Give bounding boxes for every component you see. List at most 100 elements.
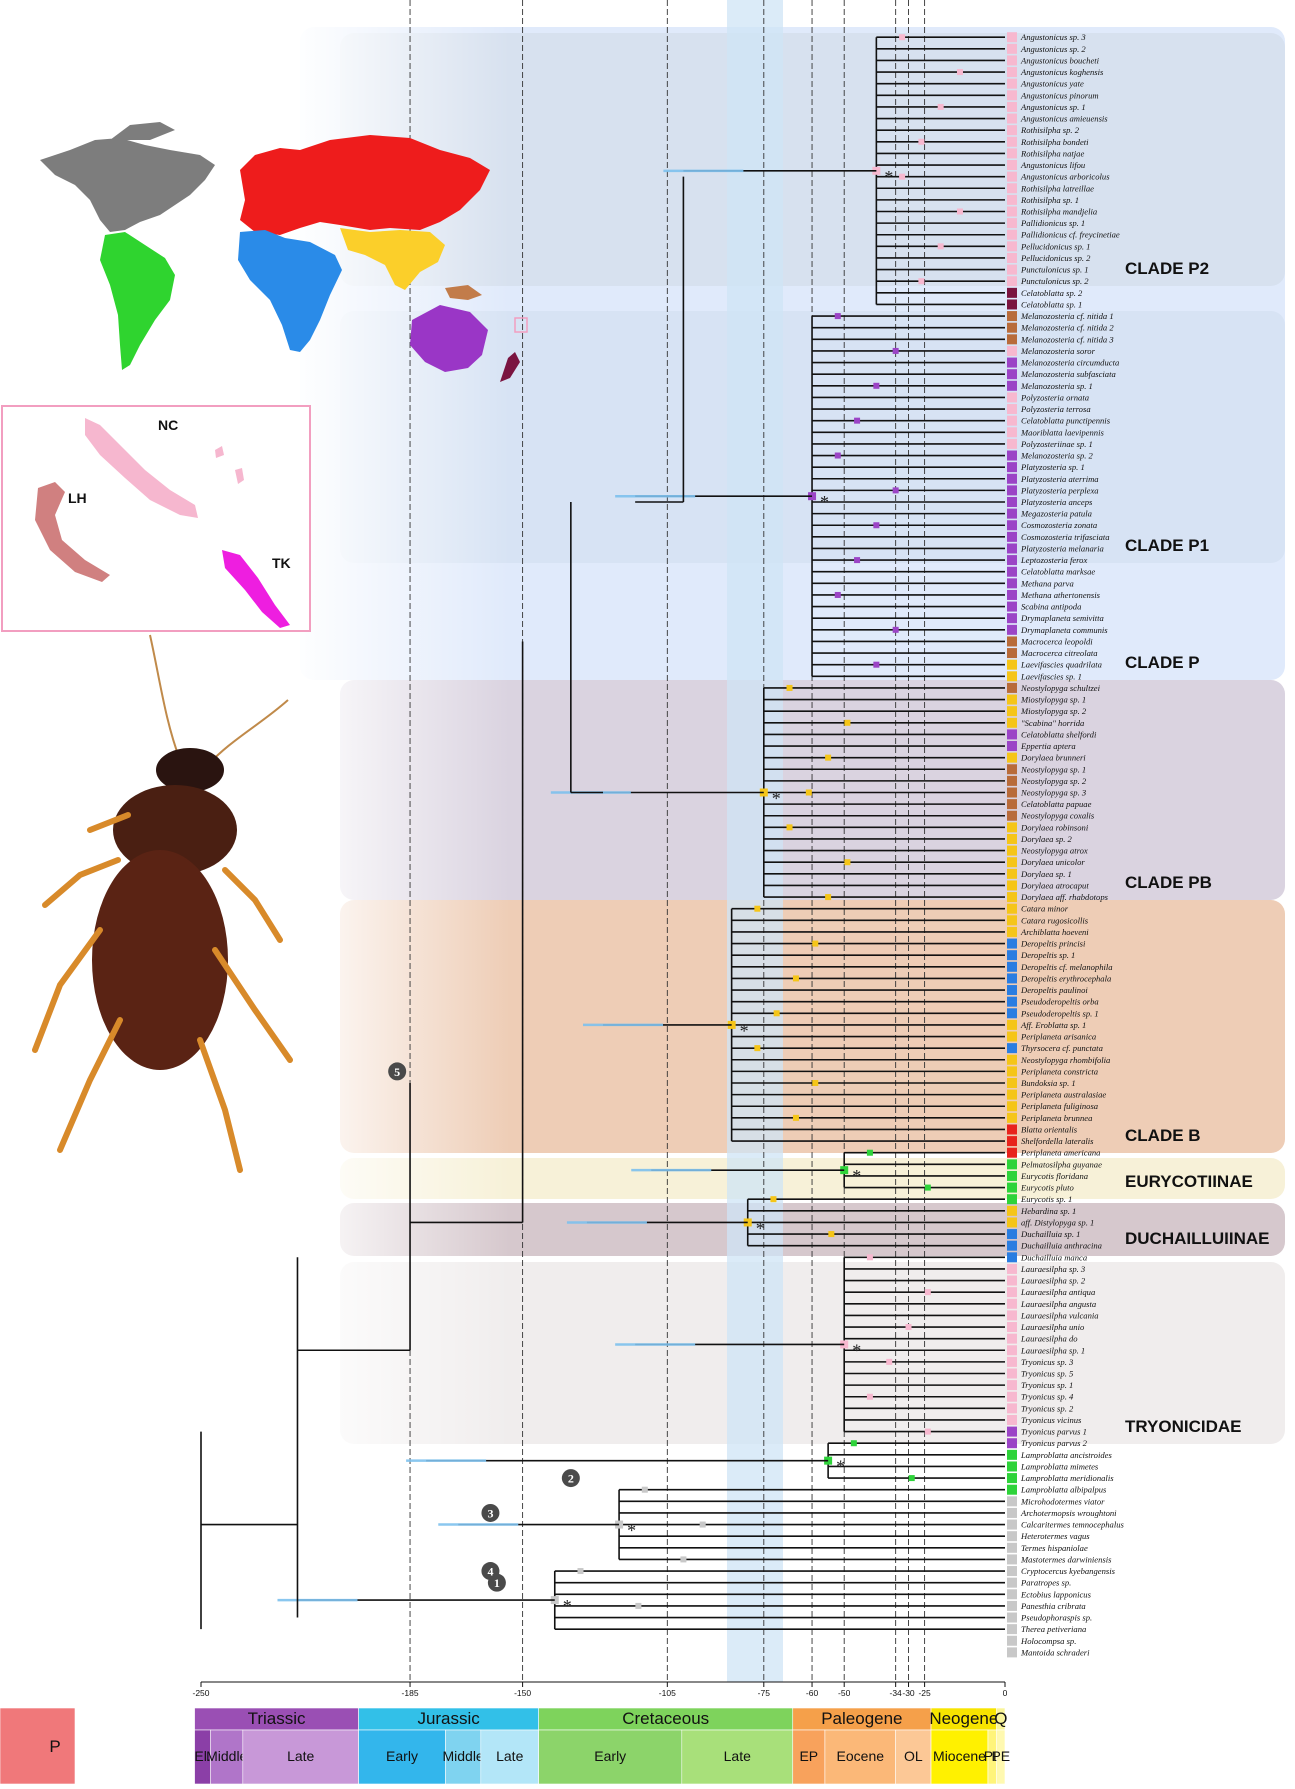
tip-marker xyxy=(1007,1171,1017,1181)
node-marker xyxy=(828,1231,834,1237)
taxon-label: Melanozosteria circumducta xyxy=(1020,358,1119,368)
tip-marker xyxy=(1007,776,1017,786)
epoch-label: Eocene xyxy=(837,1748,885,1764)
tip-marker xyxy=(1007,1345,1017,1355)
tip-marker xyxy=(1007,462,1017,472)
taxon-label: Hebardina sp. 1 xyxy=(1020,1206,1076,1216)
inset-label-nc: NC xyxy=(158,417,178,433)
tip-marker xyxy=(1007,1450,1017,1460)
axis-tick-label: -250 xyxy=(192,1688,209,1698)
tip-marker xyxy=(1007,1066,1017,1076)
node-marker xyxy=(925,1185,931,1191)
epoch-label: Middle xyxy=(206,1748,247,1764)
tip-marker xyxy=(1007,973,1017,983)
tip-marker xyxy=(1007,1520,1017,1530)
cockroach-head xyxy=(156,748,224,792)
node-number: 4 xyxy=(487,1565,493,1579)
taxon-label: Shelfordella lateralis xyxy=(1021,1136,1094,1146)
tip-marker xyxy=(1007,439,1017,449)
tip-marker xyxy=(1007,114,1017,124)
tip-marker xyxy=(1007,265,1017,275)
tip-marker xyxy=(1007,474,1017,484)
tip-marker xyxy=(1007,299,1017,309)
tip-marker xyxy=(1007,79,1017,89)
node-marker xyxy=(844,720,850,726)
taxon-label: Dorylaea atrocaput xyxy=(1020,880,1089,890)
node-marker xyxy=(867,1254,873,1260)
kpg-boundary-band xyxy=(727,0,783,1682)
node-marker xyxy=(854,557,860,563)
node-marker xyxy=(893,348,899,354)
taxon-label: Pseudophoraspis sp. xyxy=(1020,1613,1092,1623)
node-marker xyxy=(754,906,760,912)
taxon-label: Melanozosteria cf. nitida 3 xyxy=(1020,334,1114,344)
tip-marker xyxy=(1007,1334,1017,1344)
tip-marker xyxy=(1007,729,1017,739)
taxon-label: Angustonicus yate xyxy=(1020,79,1084,89)
taxon-label: Pelmatosilpha guyanae xyxy=(1020,1159,1102,1169)
tip-marker xyxy=(1007,683,1017,693)
node-marker xyxy=(906,1324,912,1330)
tip-marker xyxy=(1007,1427,1017,1437)
tip-marker xyxy=(1007,1206,1017,1216)
support-star: * xyxy=(836,1457,845,1477)
tip-marker xyxy=(1007,1636,1017,1646)
taxon-label: Drymaplaneta semivitta xyxy=(1020,613,1104,623)
taxon-label: aff. Distylopyga sp. 1 xyxy=(1021,1217,1094,1227)
taxon-label: Thyrsocera cf. punctata xyxy=(1021,1043,1103,1053)
node-marker xyxy=(938,243,944,249)
tip-marker xyxy=(1007,55,1017,65)
tip-marker xyxy=(1007,1310,1017,1320)
tip-marker xyxy=(1007,1496,1017,1506)
geologic-timescale: PTriassicJurassicCretaceousPaleogeneNeog… xyxy=(0,1708,1010,1784)
taxon-label: Cosmozosteria trifasciata xyxy=(1021,532,1110,542)
node-marker xyxy=(899,34,905,40)
tip-marker xyxy=(1007,636,1017,646)
tip-marker xyxy=(1007,846,1017,856)
node-marker xyxy=(642,1487,648,1493)
tip-marker xyxy=(1007,822,1017,832)
tip-marker xyxy=(1007,1299,1017,1309)
taxon-label: Dorylaea brunneri xyxy=(1020,753,1086,763)
tip-marker xyxy=(1007,602,1017,612)
south-america-region xyxy=(100,232,175,370)
period-label: Cretaceous xyxy=(622,1709,709,1728)
taxon-label: Catara minor xyxy=(1021,904,1069,914)
taxon-label: Lamproblatta meridionalis xyxy=(1020,1473,1114,1483)
tip-marker xyxy=(1007,1148,1017,1158)
tip-marker xyxy=(1007,695,1017,705)
tip-marker xyxy=(1007,520,1017,530)
node-marker xyxy=(754,1045,760,1051)
tip-marker xyxy=(1007,369,1017,379)
taxon-label: Cosmozosteria zonata xyxy=(1021,520,1097,530)
taxon-label: Lauraesilpha do xyxy=(1020,1334,1078,1344)
taxon-label: Mantoida schraderi xyxy=(1020,1647,1090,1657)
support-star: * xyxy=(852,1340,861,1360)
tip-marker xyxy=(1007,1043,1017,1053)
tip-marker xyxy=(1007,1241,1017,1251)
tip-marker xyxy=(1007,927,1017,937)
taxon-label: Duchailluia manca xyxy=(1020,1252,1087,1262)
tip-marker xyxy=(1007,985,1017,995)
tip-marker xyxy=(1007,1322,1017,1332)
taxon-label: Pseudoderopeltis orba xyxy=(1020,997,1099,1007)
tip-marker xyxy=(1007,1508,1017,1518)
taxon-label: Laevifascies quadrilata xyxy=(1020,660,1102,670)
taxon-label: Tryonicus parvus 1 xyxy=(1021,1427,1087,1437)
tip-marker xyxy=(1007,32,1017,42)
tip-marker xyxy=(1007,1566,1017,1576)
taxon-label: Neostylopyga sp. 3 xyxy=(1020,788,1086,798)
tip-marker xyxy=(1007,311,1017,321)
taxon-label: Eppertia aptera xyxy=(1020,741,1076,751)
epoch-label: Late xyxy=(724,1748,751,1764)
tip-marker xyxy=(1007,218,1017,228)
time-axis: -250-185-150-105-75-60-50-34-30-250 xyxy=(192,1682,1007,1698)
taxon-label: Lauraesilpha angusta xyxy=(1020,1299,1096,1309)
taxon-label: Aff. Eroblatta sp. 1 xyxy=(1020,1020,1086,1030)
axis-tick-label: -25 xyxy=(918,1688,931,1698)
taxon-label: Rothisilpha mandjelia xyxy=(1020,207,1097,217)
taxon-label: Bundoksia sp. 1 xyxy=(1021,1078,1076,1088)
axis-tick-label: -50 xyxy=(838,1688,851,1698)
taxon-label: Neostylopyga sp. 1 xyxy=(1020,764,1086,774)
node-marker xyxy=(793,1115,799,1121)
